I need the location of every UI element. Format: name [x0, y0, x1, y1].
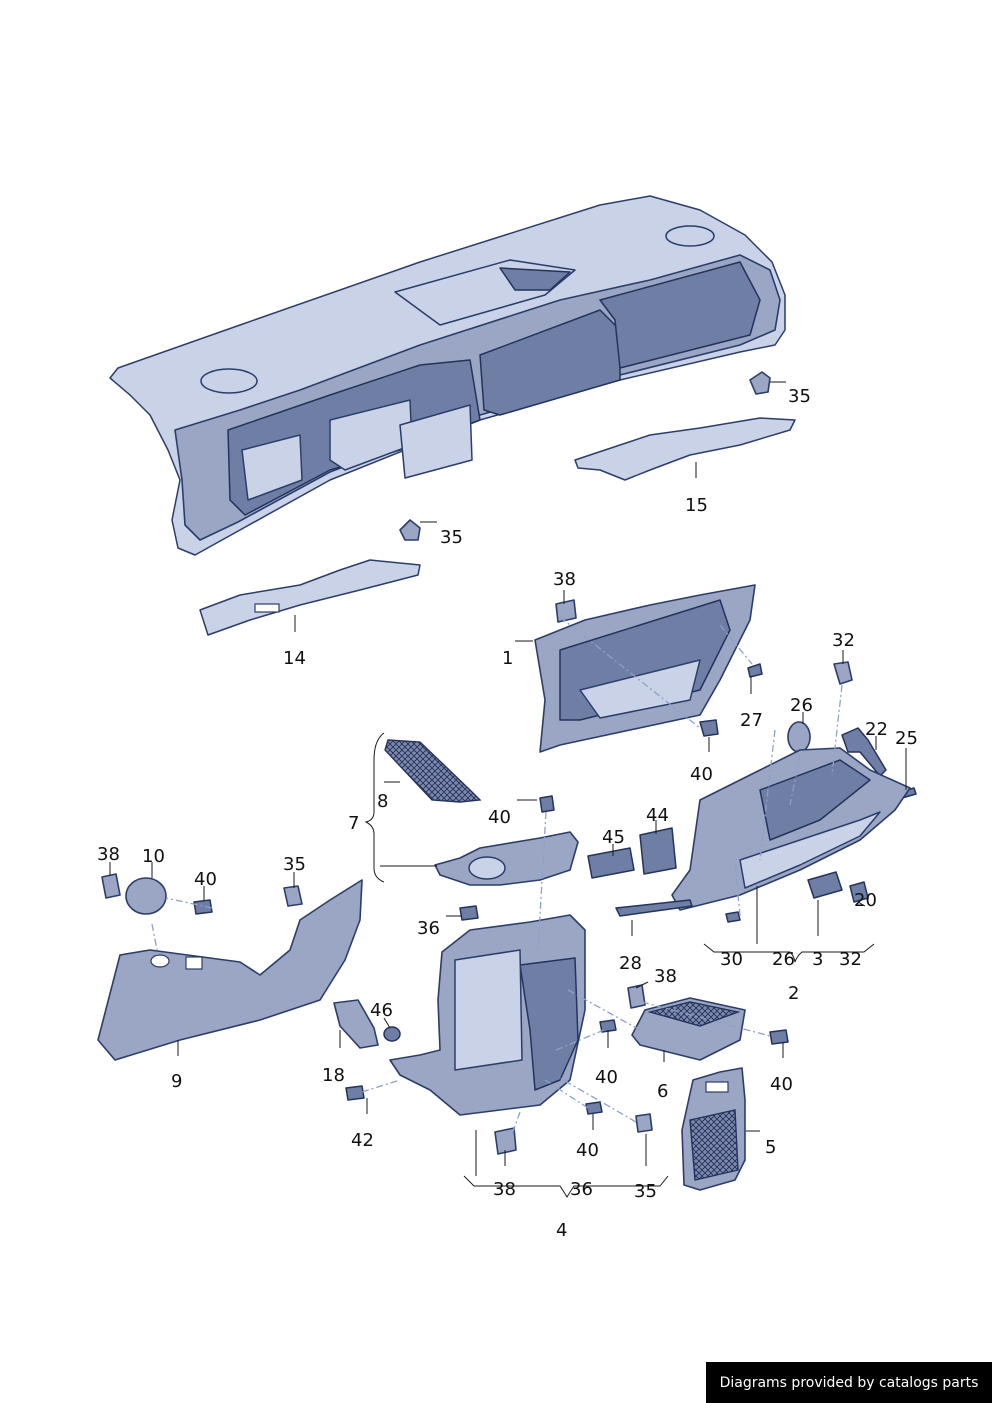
callout-8: 8: [377, 791, 388, 812]
part-45-switch-block: [587, 847, 635, 879]
callout-30: 30: [720, 949, 743, 970]
part-26-cap: [787, 721, 811, 753]
part-18-bracket: [333, 999, 379, 1049]
callout-7: 7: [348, 813, 359, 834]
part-3-latch: [807, 871, 843, 899]
part-4-center-console: [389, 914, 586, 1116]
part-6-storage-tray: [631, 997, 746, 1061]
callout-1: 1: [502, 648, 513, 669]
part-30-screw: [725, 911, 741, 923]
credit-text: Diagrams provided by catalogs parts: [719, 1374, 979, 1391]
callout-38: 38: [97, 844, 120, 865]
part-40-screw-d: [599, 1019, 617, 1033]
callout-45: 45: [602, 827, 625, 848]
part-5-side-panel: [681, 1067, 746, 1191]
callout-36: 36: [417, 918, 440, 939]
callout-28: 28: [619, 953, 642, 974]
part-40-screw-a: [699, 719, 719, 737]
callout-40: 40: [690, 764, 713, 785]
callout-40: 40: [488, 807, 511, 828]
callout-44: 44: [646, 805, 669, 826]
callout-10: 10: [142, 846, 165, 867]
part-46-nut: [383, 1026, 401, 1042]
callout-36: 36: [570, 1179, 593, 1200]
callout-38: 38: [553, 569, 576, 590]
leader-lines: [109, 381, 907, 1198]
callout-9: 9: [171, 1071, 182, 1092]
part-38-clip-top: [555, 599, 577, 623]
dashboard-assembly: [109, 195, 786, 556]
part-9-knee-panel: [97, 879, 363, 1061]
part-7-console-frame: [434, 831, 579, 886]
callout-labels: 35 15 35 14 38 1 32 27 26 22 25 40 8 7 4…: [97, 386, 918, 1241]
callout-4: 4: [556, 1220, 567, 1241]
callout-40: 40: [576, 1140, 599, 1161]
callout-2: 2: [788, 983, 799, 1004]
part-22-switch: [841, 727, 887, 777]
callout-3: 3: [812, 949, 823, 970]
part-36-clip-top: [459, 905, 479, 921]
part-10-ring: [125, 877, 167, 915]
part-38-clip-tray: [627, 984, 646, 1009]
callout-35: 35: [634, 1181, 657, 1202]
part-35-clip-left: [399, 519, 421, 541]
callout-5: 5: [765, 1137, 776, 1158]
part-38-clip-left: [101, 873, 121, 899]
callout-15: 15: [685, 495, 708, 516]
part-40-screw-c: [193, 899, 213, 915]
part-27-screw: [747, 663, 763, 678]
callout-18: 18: [322, 1065, 345, 1086]
part-40-screw-b: [539, 795, 555, 813]
callout-42: 42: [351, 1130, 374, 1151]
credit-banner: Diagrams provided by catalogs parts: [706, 1362, 992, 1403]
callout-40: 40: [194, 869, 217, 890]
assembly-lines: [151, 616, 843, 1141]
callout-25: 25: [895, 728, 918, 749]
callout-14: 14: [283, 648, 306, 669]
part-14-trim: [199, 559, 421, 636]
callout-32: 32: [839, 949, 862, 970]
part-8-vent-mesh: [384, 739, 482, 803]
part-35-clip-right: [749, 371, 771, 395]
part-15-trim: [574, 417, 796, 481]
callout-40: 40: [770, 1074, 793, 1095]
callout-38: 38: [493, 1179, 516, 1200]
callout-27: 27: [740, 710, 763, 731]
callout-35: 35: [440, 527, 463, 548]
part-38-clip-bottom: [494, 1127, 517, 1155]
callout-38: 38: [654, 966, 677, 987]
part-32-clip-top: [833, 661, 853, 685]
callout-22: 22: [865, 719, 888, 740]
callout-46: 46: [370, 1000, 393, 1021]
part-42-screw: [345, 1085, 365, 1101]
part-40-screw-e: [585, 1101, 603, 1115]
part-2-glovebox: [671, 747, 911, 911]
part-40-screw-f: [769, 1029, 789, 1045]
part-44-switch-block: [639, 827, 677, 875]
callout-32: 32: [832, 630, 855, 651]
part-35-clip-mid: [283, 885, 303, 907]
callout-6: 6: [657, 1081, 668, 1102]
callout-26: 26: [790, 695, 813, 716]
callout-35: 35: [283, 854, 306, 875]
callout-26: 26: [772, 949, 795, 970]
part-14-slot: [254, 603, 280, 613]
callout-35: 35: [788, 386, 811, 407]
part-35-clip-bottom: [635, 1113, 653, 1133]
part-20-bolt: [849, 881, 869, 903]
callout-20: 20: [854, 890, 877, 911]
callout-40: 40: [595, 1067, 618, 1088]
part-28-rod: [615, 899, 693, 917]
